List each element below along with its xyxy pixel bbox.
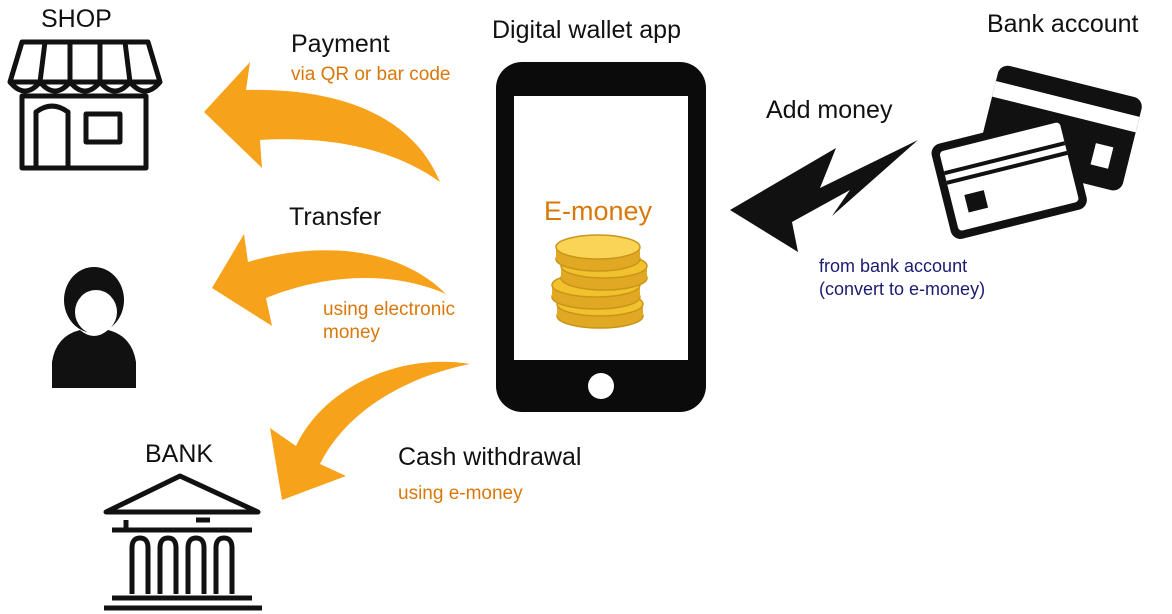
transfer-sublabel-line1: using electronic — [323, 299, 456, 320]
bank-cards-icon — [931, 65, 1142, 239]
add-money-sublabel-line1: from bank account — [819, 256, 968, 276]
emoney-label: E-money — [544, 196, 653, 226]
bank-account-label: Bank account — [987, 10, 1139, 38]
add-money-arrow — [730, 140, 918, 252]
payment-label: Payment — [291, 30, 390, 58]
payment-sublabel: via QR or bar code — [291, 64, 451, 85]
cash-withdrawal-arrow — [270, 361, 470, 500]
transfer-sublabel-line2: money — [323, 322, 381, 343]
digital-wallet-label: Digital wallet app — [492, 16, 681, 44]
person-icon — [52, 267, 136, 388]
bank-building-icon — [103, 473, 262, 611]
transfer-arrow — [212, 234, 446, 326]
payment-arrow — [204, 62, 440, 182]
shop-label: SHOP — [41, 5, 112, 33]
coin-stack-icon — [551, 234, 648, 329]
cash-withdrawal-label: Cash withdrawal — [398, 443, 582, 471]
transfer-label: Transfer — [289, 203, 382, 231]
storefront-icon — [7, 39, 163, 171]
add-money-label: Add money — [766, 96, 893, 124]
bank-label: BANK — [145, 440, 214, 468]
add-money-sublabel-line2: (convert to e-money) — [819, 279, 986, 299]
cash-withdrawal-sublabel: using e-money — [398, 483, 523, 504]
